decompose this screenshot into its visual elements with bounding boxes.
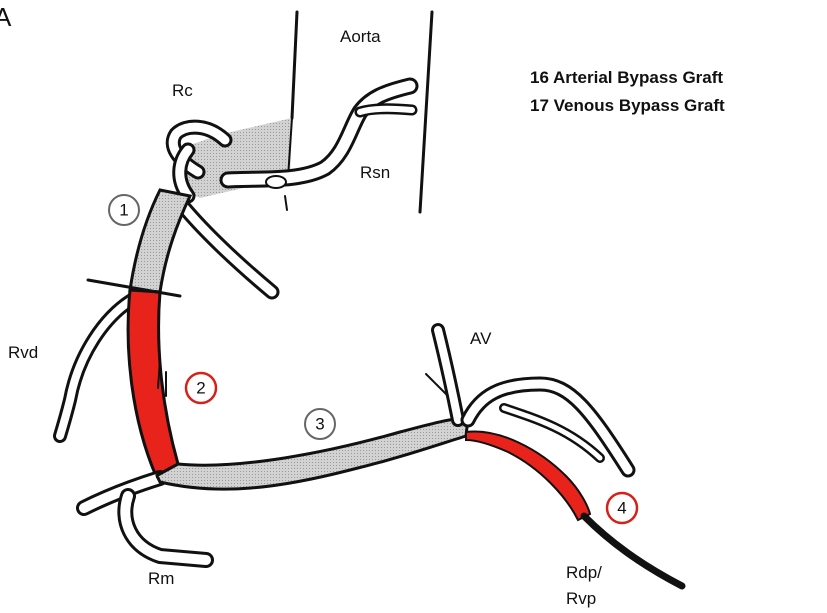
label-av: AV	[470, 329, 492, 348]
svg-text:2: 2	[196, 379, 205, 398]
segment-marker-2: 2	[186, 373, 216, 403]
segment-marker-1: 1	[109, 195, 139, 225]
segment-marker-4: 4	[607, 493, 637, 523]
rm-branch	[84, 478, 206, 560]
posterolateral-branch	[468, 384, 628, 470]
label-rvp: Rvp	[566, 589, 596, 608]
label-rsn: Rsn	[360, 163, 390, 182]
panel-letter: A	[0, 2, 12, 32]
label-rm: Rm	[148, 569, 174, 588]
svg-text:3: 3	[315, 415, 324, 434]
svg-text:4: 4	[617, 499, 626, 518]
segment-2-vessel	[128, 290, 178, 476]
rvd-branch	[60, 298, 135, 436]
legend-line-2: 17 Venous Bypass Graft	[530, 96, 725, 115]
label-aorta: Aorta	[340, 27, 381, 46]
svg-text:1: 1	[119, 201, 128, 220]
segment-4-vessel	[466, 432, 590, 520]
label-rc: Rc	[172, 81, 193, 100]
legend-line-1: 16 Arterial Bypass Graft	[530, 68, 723, 87]
av-branch	[426, 330, 458, 420]
label-rdp: Rdp/	[566, 563, 602, 582]
acute-branch	[178, 200, 272, 292]
label-rvd: Rvd	[8, 343, 38, 362]
segment-marker-3: 3	[305, 409, 335, 439]
